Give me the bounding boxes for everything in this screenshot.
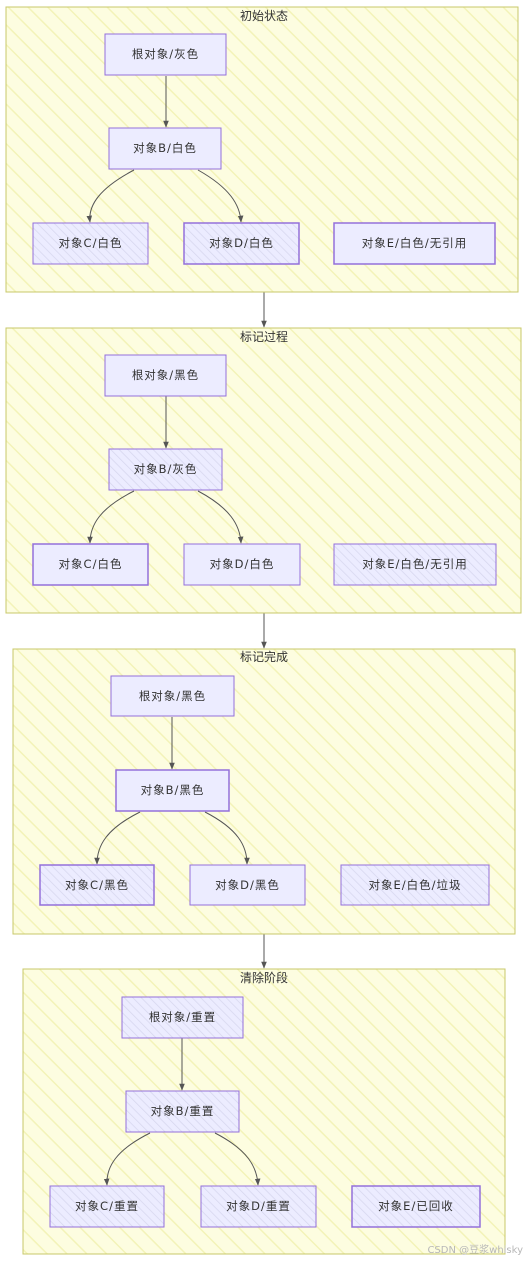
svg-text:对象C/黑色: 对象C/黑色	[65, 878, 129, 892]
svg-text:根对象/重置: 根对象/重置	[149, 1010, 216, 1024]
node-object-d: 对象D/黑色	[189, 864, 306, 906]
node-object-c: 对象C/重置	[49, 1185, 165, 1228]
cluster-sweep-phase: 清除阶段 根对象/重置 对象B/重置 对象C/重置 对象D/重置 对象E/已回收	[22, 968, 506, 1255]
edge-b-c	[86, 169, 135, 223]
node-object-d: 对象D/重置	[200, 1185, 317, 1228]
node-object-b: 对象B/重置	[125, 1090, 240, 1133]
svg-text:根对象/黑色: 根对象/黑色	[139, 689, 206, 703]
cluster-title: 标记过程	[240, 329, 288, 344]
node-object-d: 对象D/白色	[183, 543, 301, 586]
svg-text:对象D/白色: 对象D/白色	[210, 557, 275, 571]
node-root: 根对象/黑色	[110, 675, 235, 717]
svg-text:对象C/白色: 对象C/白色	[59, 557, 123, 571]
svg-text:对象E/白色/垃圾: 对象E/白色/垃圾	[368, 878, 461, 892]
svg-text:根对象/黑色: 根对象/黑色	[132, 368, 199, 382]
svg-text:对象C/白色: 对象C/白色	[59, 236, 123, 250]
svg-text:对象B/灰色: 对象B/灰色	[134, 462, 198, 476]
edge-b-c	[103, 1132, 151, 1186]
node-object-b: 对象B/黑色	[115, 769, 230, 812]
edge-b-d	[197, 169, 244, 223]
svg-text:根对象/灰色: 根对象/灰色	[132, 47, 199, 61]
cluster-title: 初始状态	[240, 9, 288, 23]
cluster-marking-process: 标记过程 根对象/黑色 对象B/灰色 对象C/白色 对象D/白色 对象E/白色/…	[5, 327, 522, 614]
node-object-e: 对象E/白色/无引用	[333, 222, 496, 265]
node-object-e: 对象E/白色/无引用	[333, 543, 497, 586]
svg-text:对象D/白色: 对象D/白色	[209, 236, 274, 250]
node-object-c: 对象C/白色	[32, 543, 149, 586]
edge-b-c	[87, 490, 135, 544]
node-object-c: 对象C/白色	[32, 222, 149, 265]
node-root: 根对象/黑色	[104, 354, 227, 397]
watermark: CSDN @豆浆whisky	[427, 1245, 523, 1256]
cluster-marking-complete: 标记完成 根对象/黑色 对象B/黑色 对象C/黑色 对象D/黑色 对象E/白色/…	[12, 648, 516, 935]
svg-text:对象E/白色/无引用: 对象E/白色/无引用	[362, 557, 468, 571]
svg-text:对象E/已回收: 对象E/已回收	[378, 1199, 454, 1213]
svg-text:对象B/白色: 对象B/白色	[133, 141, 197, 155]
svg-text:对象B/重置: 对象B/重置	[151, 1104, 215, 1118]
cluster-initial-state: 初始状态 根对象/灰色 对象B/白色 对象C/白色 对象D/白色 对象E/白色/…	[5, 6, 519, 293]
node-object-d: 对象D/白色	[183, 222, 300, 265]
node-object-b: 对象B/白色	[108, 127, 222, 170]
edge-b-c	[94, 811, 141, 865]
svg-text:对象D/重置: 对象D/重置	[226, 1199, 291, 1213]
svg-text:对象B/黑色: 对象B/黑色	[141, 783, 205, 797]
cluster-title: 清除阶段	[240, 970, 288, 985]
node-root: 根对象/灰色	[104, 33, 227, 76]
svg-text:对象E/白色/无引用: 对象E/白色/无引用	[362, 236, 468, 250]
cluster-title: 标记完成	[240, 649, 288, 664]
svg-text:对象C/重置: 对象C/重置	[75, 1199, 139, 1213]
edge-b-d	[214, 1132, 261, 1186]
node-object-b: 对象B/灰色	[108, 448, 223, 491]
node-root: 根对象/重置	[121, 996, 244, 1039]
node-object-c: 对象C/黑色	[39, 864, 155, 906]
svg-text:对象D/黑色: 对象D/黑色	[215, 878, 280, 892]
edge-b-d	[204, 811, 250, 865]
edge-b-d	[197, 490, 244, 544]
node-object-e: 对象E/已回收	[351, 1185, 481, 1228]
node-object-e: 对象E/白色/垃圾	[340, 864, 490, 906]
